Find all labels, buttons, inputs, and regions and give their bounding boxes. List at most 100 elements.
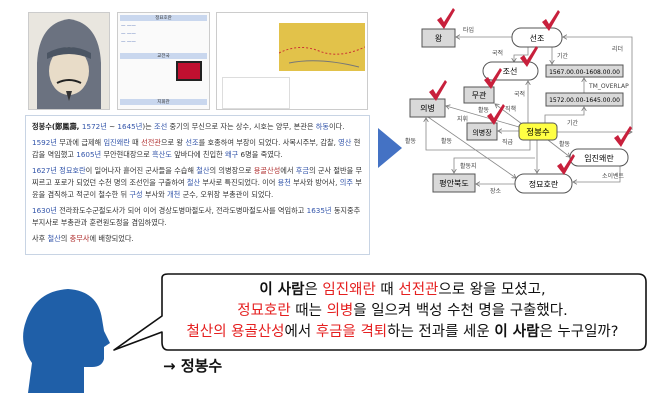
checkmark-icon (557, 154, 575, 175)
person-head-icon (23, 289, 110, 393)
article-text-segment: 사후 (32, 234, 48, 243)
node-jeongmyo: 정묘호란 (529, 179, 559, 189)
article-text-segment: 이다. (329, 122, 345, 131)
infobox-title: 정묘호란 (120, 15, 207, 21)
article-link[interactable]: 정묘호란 (59, 166, 86, 175)
article-link[interactable]: 구성 (129, 190, 143, 199)
edge-label: 리더 (612, 45, 623, 53)
edge-label: 소이벤트 (602, 172, 625, 180)
article-text-segment: 부사와 (142, 190, 168, 199)
article-link[interactable]: 영산 (338, 138, 352, 147)
article-link[interactable]: 철산 (196, 166, 210, 175)
question-text: 이 사람은 임진왜란 때 선전관으로 왕을 모셨고, 정묘호란 때는 의병을 일… (165, 280, 640, 343)
question-segment: 때 (375, 282, 399, 298)
article-link[interactable]: 의주 (339, 178, 353, 187)
node-uibyeongjang: 의병장 (472, 128, 492, 137)
node-imjin: 임진왜란 (584, 153, 614, 163)
article-link[interactable]: 1645년 (117, 122, 143, 131)
article-text-segment: 에 배향되었다. (89, 234, 134, 243)
question-segment: 으로 왕을 모셨고, (438, 282, 546, 298)
question-segment: 은 누구일까? (539, 324, 619, 340)
infobox-section: 지휘관 (120, 99, 207, 105)
article-paragraph: 사후 철산의 충무사에 배향되었다. (32, 233, 363, 245)
question-line: 이 사람은 임진왜란 때 선전관으로 왕을 모셨고, (165, 280, 640, 301)
graph-nodes: 왕 선조 조선 1567.00.00-1608.00.00 1572.00.00… (409, 27, 629, 194)
article-link[interactable]: 흑산도 (152, 150, 172, 159)
edge-label: 활동 (441, 137, 453, 145)
infobox-image: 정묘호란 — ——— ——— —— 교전국 지휘관 (117, 12, 210, 110)
article-text-segment: 동지중추부지사로 부총관과 훈련원도정을 겸임하였다. (32, 206, 361, 227)
edge-label: 활동 (478, 106, 490, 114)
article-link[interactable]: 1572년 (81, 122, 107, 131)
highlighted-phrase: 선전관 (398, 282, 439, 298)
node-king: 왕 (435, 34, 443, 43)
checkmark-icon (487, 104, 505, 125)
edge-label: 활동 (559, 140, 571, 148)
checkmark-icon (429, 80, 447, 101)
article-link[interactable]: 선전관 (141, 138, 161, 147)
article-link[interactable]: 1605년 (76, 150, 102, 159)
question-segment: 은 (304, 282, 323, 298)
article-paragraph: 1627년 정묘호란이 일어나자 흩어진 군사들을 수습해 철산의 의병장으로 … (32, 165, 363, 201)
node-jeongbongsu: 정봉수 (526, 127, 550, 138)
article-text-segment: 전라좌도수군절도사가 되어 이어 경상도병마절도사, 전라도병마절도사를 역임하… (56, 206, 307, 215)
article-link[interactable]: 후금 (295, 166, 309, 175)
edge-label: 장소 (490, 187, 502, 195)
checkmark-icon (542, 10, 560, 31)
node-mugwan: 무관 (472, 90, 487, 100)
article-link[interactable]: 1592년 (32, 138, 57, 147)
article-text-segment: 를 호종하여 부장이 되었다. 사복시주부, 감찰, (198, 138, 339, 147)
graph-edges (426, 37, 632, 184)
article-text-segment: 군수, 오위장 부총관이 되었다. (180, 190, 274, 199)
infobox-section: 교전국 (120, 53, 207, 59)
article-link[interactable]: 개천 (167, 190, 181, 199)
edge-label: 직급 (502, 139, 514, 146)
article-text-segment: 의 군사 절반을 무찌르고 포로가 되었던 수천 명의 조선인을 구출하여 (32, 166, 363, 187)
article-link[interactable]: 왜구 (225, 150, 239, 159)
edge-label: 활동지 (460, 162, 477, 170)
article-link[interactable]: 용천 (277, 178, 291, 187)
question-line: 정묘호란 때는 의병을 일으켜 백성 수천 명을 구출했다. (165, 301, 640, 322)
article-link[interactable]: 임진왜란 (103, 138, 130, 147)
highlighted-phrase: 정묘호란 (237, 303, 291, 319)
question-line: 철산의 용골산성에서 후금을 격퇴하는 전과를 세운 이 사람은 누구일까? (165, 322, 640, 343)
article-text-segment: 의 의병장으로 (209, 166, 254, 175)
node-period2: 1572.00.00-1645.00.00 (549, 97, 620, 104)
article-text-segment: )는 (142, 122, 155, 131)
article-link[interactable]: 용골산성 (253, 166, 281, 175)
article-text-segment: 에서 (280, 166, 296, 175)
highlighted-phrase: 의병 (326, 303, 354, 319)
speech-bubble (113, 273, 647, 351)
article-text-segment: 6명을 죽였다. (238, 150, 283, 159)
question-segment: 때는 (290, 303, 327, 319)
edge-label: 타입 (463, 26, 474, 34)
article-text-segment: 부사로 특진되었다. 이어 (200, 178, 278, 187)
right-arrow-icon (378, 128, 402, 168)
checkmark-icon (614, 126, 632, 147)
article-link[interactable]: 1635년 (306, 206, 332, 215)
article-text-segment: 으로 왕 (160, 138, 186, 147)
article-link[interactable]: 1627년 (32, 166, 57, 175)
article-link[interactable]: 하동 (315, 122, 329, 131)
node-pyeongan: 평안북도 (439, 178, 468, 188)
article-text: 정봉수(鄭鳳壽, 1572년 ~ 1645년)는 조선 중기의 무신으로 자는 … (25, 115, 370, 255)
article-link[interactable]: 충무사 (69, 234, 90, 243)
edge-label: 활동 (405, 137, 417, 145)
article-link[interactable]: 선조 (185, 138, 199, 147)
edge-label: 국적 (492, 50, 503, 57)
edge-label: 직책 (505, 105, 516, 113)
edge-label: 기간 (567, 119, 579, 127)
edge-label: 기간 (557, 52, 569, 60)
article-link[interactable]: 철산 (47, 234, 61, 243)
portrait-image (28, 12, 110, 110)
node-joseon: 조선 (503, 67, 518, 76)
arrow-icon: → (163, 357, 176, 375)
node-period1: 1567.00.00-1608.00.00 (549, 69, 620, 76)
edge-label: 지휘 (457, 115, 468, 123)
article-text-segment: 앞바다에 친입한 (171, 150, 226, 159)
highlighted-phrase: 후금을 격퇴 (315, 324, 388, 340)
article-paragraph: 1630년 전라좌도수군절도사가 되어 이어 경상도병마절도사, 전라도병마절도… (32, 205, 363, 229)
article-link[interactable]: 1630년 (32, 206, 57, 215)
article-link[interactable]: 조선 (154, 122, 168, 131)
article-link[interactable]: 철산 (186, 178, 201, 187)
